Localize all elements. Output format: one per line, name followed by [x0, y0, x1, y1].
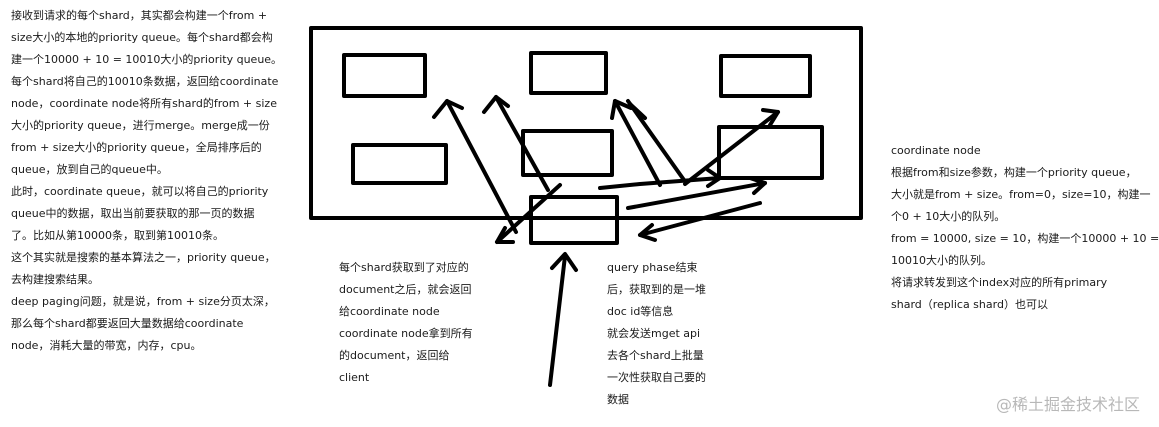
- annotation-line: query phase结束: [607, 261, 698, 274]
- left-line: queue中的数据，取出当前要获取的那一页的数据: [11, 207, 255, 220]
- annotation-line: doc id等信息: [607, 305, 674, 318]
- annotation-line: 给coordinate node: [339, 305, 440, 318]
- cluster-frame: [309, 26, 863, 220]
- shard-box-3: [719, 54, 812, 98]
- annotation-line: client: [339, 371, 370, 384]
- arrow-head-1: [432, 99, 464, 119]
- right-line: 个0 + 10大小的队列。: [891, 210, 1006, 223]
- right-line: 10010大小的队列。: [891, 254, 992, 267]
- arrow-head-2: [495, 226, 515, 244]
- right-line: 将请求转发到这个index对应的所有primary: [891, 276, 1108, 289]
- arrow-from-coordinate-right: [626, 181, 767, 210]
- left-line: 大小的priority queue，进行merge。merge成一份: [11, 119, 270, 132]
- arrow-head-7: [748, 176, 767, 195]
- left-line: 去构建搜索结果。: [11, 273, 99, 286]
- left-line: 这个其实就是搜索的基本算法之一，priority queue，: [11, 251, 276, 264]
- shard-box-6: [717, 125, 824, 180]
- right-explanation: coordinate node 根据from和size参数，构建一个priori…: [891, 140, 1159, 316]
- annotation-line: 一次性获取自己要的: [607, 371, 706, 384]
- watermark: @稀土掘金技术社区: [995, 395, 1140, 414]
- arrow-to-shard-1: [445, 99, 518, 234]
- arrow-to-shard-2: [613, 99, 662, 187]
- left-line: size大小的本地的priority queue。每个shard都会构: [11, 31, 273, 44]
- left-line: queue，放到自己的queue中。: [11, 163, 168, 176]
- arrow-to-coordinate-from-shard-1: [495, 183, 562, 244]
- arrow-head-5: [706, 168, 722, 188]
- annotation-line: 数据: [607, 393, 629, 406]
- left-line: 了。比如从第10000条，取到第10010条。: [11, 229, 224, 242]
- shard-box-1: [342, 53, 427, 98]
- right-line: from = 10000, size = 10，构建一个10000 + 10 =: [891, 232, 1159, 245]
- shard-box-5: [521, 129, 614, 177]
- arrow-head-6: [761, 108, 780, 127]
- arrow-head-8: [638, 223, 657, 242]
- annotation-line: document之后，就会返回: [339, 283, 472, 296]
- annotation-line: 后，获取到的是一堆: [607, 283, 706, 296]
- coordinate-node-box: [529, 195, 619, 245]
- annotation-line: 每个shard获取到了对应的: [339, 261, 469, 274]
- arrow-from-shard-2: [626, 99, 686, 182]
- left-line: 此时，coordinate queue，就可以将自己的priority: [11, 185, 269, 198]
- left-line: 接收到请求的每个shard，其实都会构建一个from +: [11, 9, 268, 22]
- shard-box-4: [351, 143, 448, 185]
- left-line: 每个shard将自己的10010条数据，返回给coordinate: [11, 75, 279, 88]
- shard-box-2: [529, 51, 608, 95]
- arrow-head-4: [610, 99, 633, 120]
- right-line: 大小就是from + size。from=0，size=10，构建一: [891, 188, 1151, 201]
- arrow-to-shard-3: [683, 110, 780, 186]
- arrow-from-box5-up: [494, 95, 550, 192]
- left-line: 那么每个shard都要返回大量数据给coordinate: [11, 317, 244, 330]
- right-line: 根据from和size参数，构建一个priority queue，: [891, 166, 1137, 179]
- left-line: node，coordinate node将所有shard的from + size: [11, 97, 277, 110]
- right-heading: coordinate node: [891, 144, 981, 157]
- arrow-client-to-coordinate: [548, 254, 567, 387]
- left-line: from + size大小的priority queue，全局排序后的: [11, 141, 262, 154]
- arrow-head-9: [550, 252, 578, 272]
- annotation-line: 的document，返回给: [339, 349, 450, 362]
- right-line: shard（replica shard）也可以: [891, 298, 1048, 311]
- left-line: 建一个10000 + 10 = 10010大小的priority queue。: [11, 53, 283, 66]
- left-explanation: 接收到请求的每个shard，其实都会构建一个from + size大小的本地的p…: [11, 5, 282, 357]
- arrow-head-3: [482, 95, 510, 114]
- annotation-line: 去各个shard上批量: [607, 349, 704, 362]
- annotation-line: coordinate node拿到所有: [339, 327, 473, 340]
- mid-left-annotation: 每个shard获取到了对应的 document之后，就会返回 给coordina…: [339, 257, 473, 389]
- arrow-to-coordinate-from-shard-6: [638, 201, 762, 237]
- arrow-return-shard-2: [628, 102, 647, 120]
- annotation-line: 就会发送mget api: [607, 327, 701, 340]
- mid-right-annotation: query phase结束 后，获取到的是一堆 doc id等信息 就会发送mg…: [607, 257, 706, 411]
- left-line: deep paging问题，就是说，from + size分页太深，: [11, 295, 275, 308]
- left-line: node，消耗大量的带宽，内存，cpu。: [11, 339, 202, 352]
